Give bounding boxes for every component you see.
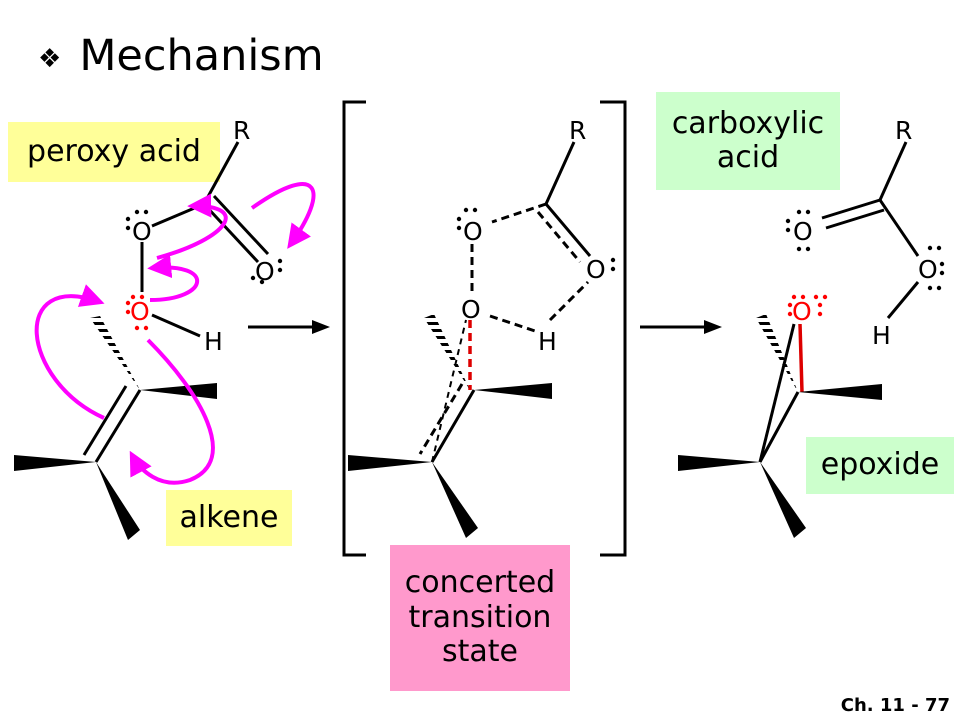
alkene-structure xyxy=(14,316,217,540)
label-carboxylic-acid: carboxylic acid xyxy=(656,92,840,190)
right-bracket xyxy=(600,100,627,557)
lone-pairs-o2 xyxy=(250,258,283,285)
ts-atom-r: R xyxy=(569,116,586,145)
epoxide-new-bond xyxy=(798,323,804,393)
peroxy-acid-structure: R O O O H xyxy=(125,116,283,356)
left-bracket xyxy=(342,100,366,557)
transition-state-brackets xyxy=(342,100,627,557)
prod-atom-o-hydroxyl: O xyxy=(918,255,938,284)
prod-atom-h: H xyxy=(872,321,891,350)
lone-pairs-o3 xyxy=(125,294,149,331)
hashed-wedge-1 xyxy=(90,316,140,390)
label-transition-state: concerted transition state xyxy=(390,545,570,691)
prod-atom-r: R xyxy=(895,116,912,145)
ts-atom-o3: O xyxy=(461,295,481,324)
bond-c-o-double-a xyxy=(202,202,260,264)
label-alkene: alkene xyxy=(166,490,292,546)
bold-wedge-2 xyxy=(14,455,96,471)
lone-pairs-o1 xyxy=(125,209,149,231)
atom-r: R xyxy=(233,116,250,145)
bold-wedge-1 xyxy=(140,383,217,399)
prod-atom-o-carbonyl: O xyxy=(793,217,813,246)
atom-o-carbonyl: O xyxy=(255,257,275,286)
bond-alkene-b xyxy=(82,385,128,456)
title-text: Mechanism xyxy=(79,31,324,81)
electron-arrows xyxy=(34,182,316,485)
ts-atom-o2: O xyxy=(586,255,606,284)
bold-wedge-3 xyxy=(96,462,140,540)
reaction-arrow-1 xyxy=(248,320,330,334)
ts-atom-h: H xyxy=(538,327,557,356)
curly-arrow-oo-bond xyxy=(147,254,200,302)
epoxide-structure: O xyxy=(678,294,882,538)
curly-arrow-oh-bond xyxy=(129,338,215,485)
bond-alkene-a xyxy=(94,389,142,463)
page-number: Ch. 11 - 77 xyxy=(840,695,950,716)
epoxide-atom-o: O xyxy=(792,297,812,326)
curly-arrow-o-to-c xyxy=(156,193,228,260)
carboxylic-acid-structure: R O O H xyxy=(785,116,945,350)
reaction-arrow-2 xyxy=(640,320,722,334)
label-peroxy-acid: peroxy acid xyxy=(8,122,220,182)
atom-h: H xyxy=(204,327,223,356)
bond-c-o-double-b xyxy=(212,194,270,256)
bond-r-c xyxy=(202,141,240,205)
curly-arrow-co-pi xyxy=(250,182,316,249)
transition-state-structure: R O O O H xyxy=(348,116,616,538)
curly-arrow-pi-bond xyxy=(34,284,105,420)
label-epoxide: epoxide xyxy=(806,437,954,494)
slide-title: ❖ Mechanism xyxy=(38,26,324,86)
atom-o-red: O xyxy=(130,297,150,326)
ts-atom-o1: O xyxy=(463,217,483,246)
diamond-bullet-icon: ❖ xyxy=(38,44,62,74)
atom-o-ester: O xyxy=(132,217,152,246)
bond-o-h xyxy=(151,313,201,338)
